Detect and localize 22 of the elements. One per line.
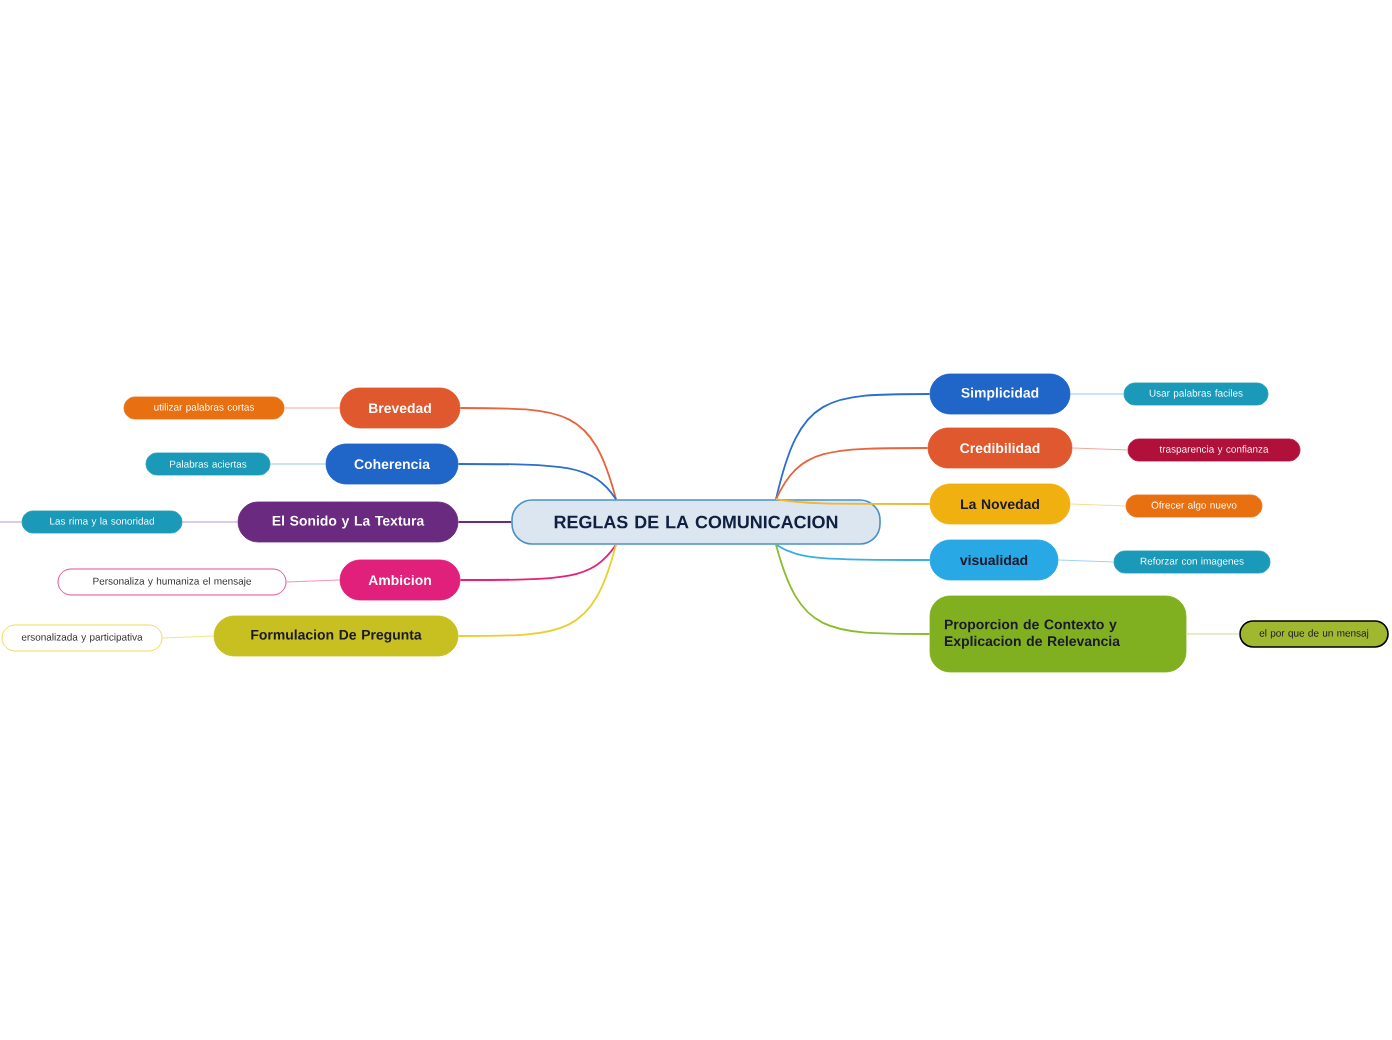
- connector-line: [181, 521, 239, 523]
- connector-line: [1185, 633, 1240, 635]
- connector-line: [0, 521, 23, 523]
- connector-line: [457, 463, 617, 501]
- connector-line: [285, 579, 341, 583]
- connector-line: [457, 543, 617, 637]
- connector-line: [283, 407, 341, 409]
- connector-line: [459, 543, 617, 581]
- connector-line: [161, 635, 215, 639]
- connector-line: [1069, 393, 1125, 395]
- connector-line: [1071, 447, 1129, 451]
- connector-line: [269, 463, 327, 465]
- connector-line: [459, 407, 617, 501]
- central-topic-box: REGLAS DE LA COMUNICACION: [511, 499, 881, 545]
- connector-line: [775, 447, 929, 501]
- connector-line: [775, 543, 931, 561]
- connector-line: [1069, 503, 1127, 507]
- connector-line: [775, 498, 931, 505]
- connector-line: [1057, 559, 1115, 563]
- connector-line: [775, 543, 931, 635]
- connector-line: [457, 521, 513, 523]
- connector-line: [775, 393, 931, 501]
